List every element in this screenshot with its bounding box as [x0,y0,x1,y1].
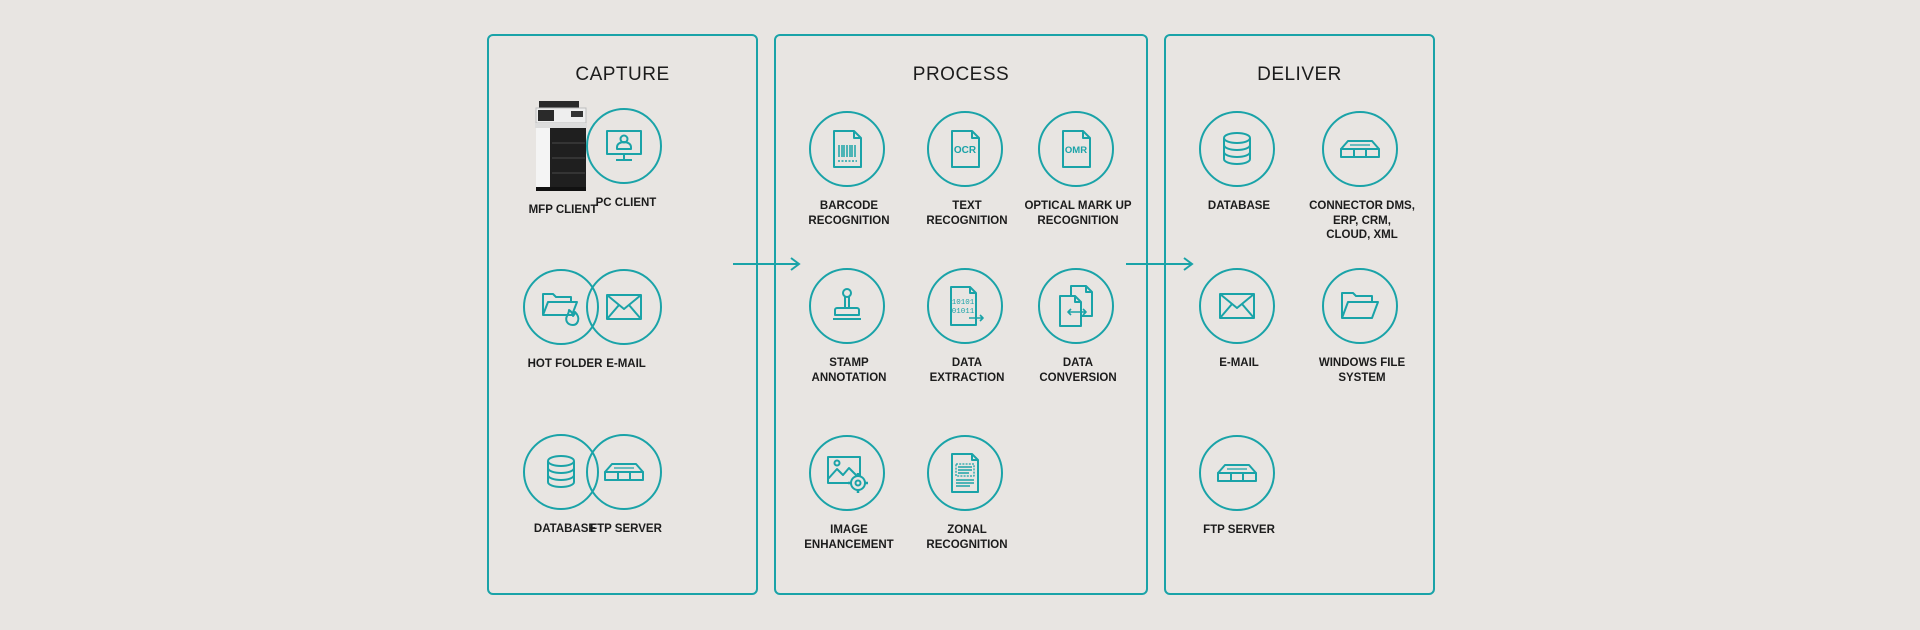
flow-arrow-capture-to-process [733,257,801,271]
capture-panel: CAPTURE MFP CLIENT PC CLI [487,34,758,595]
printer-icon [535,101,587,191]
item-label: WINDOWS FILE SYSTEM [1318,357,1406,384]
item-label: DATABASE [533,523,597,535]
data-conversion-circle [1038,268,1114,344]
ftp-server-circle [1199,435,1275,511]
barcode-circle [809,111,885,187]
hot-folder-icon [542,293,580,326]
image-gear-icon [827,456,868,493]
envelope-icon [606,294,642,320]
item-label: FTP SERVER [1203,524,1275,536]
ocr-circle: OCR [927,111,1003,187]
item-label: MFP CLIENT [528,204,598,216]
deliver-panel: DELIVER DATABASE CONNECTOR DMS, ERP, CRM… [1164,34,1435,595]
database-icon [547,455,575,488]
zonal-document-icon [951,453,979,493]
folder-icon [1341,292,1379,319]
item-label: TEXT RECOGNITION [926,200,1008,227]
item-label: IMAGE ENHANCEMENT [804,524,894,551]
process-title: PROCESS [912,64,1010,85]
database-circle [1199,111,1275,187]
server-icon [1217,464,1257,482]
item-label: HOT FOLDER [527,358,603,370]
image-enhancement-circle [809,435,885,511]
connector-circle [1322,111,1398,187]
ftp-server-circle [586,434,662,510]
pc-monitor-icon [606,130,642,161]
omr-text: OMR [1065,145,1087,156]
item-label: STAMP ANNOTATION [811,357,887,384]
item-label: FTP SERVER [590,523,662,535]
process-panel: PROCESS BARCODE RECOGNITION OCR [774,34,1148,595]
stamp-circle [809,268,885,344]
item-label: E-MAIL [606,358,646,370]
windows-file-system-circle [1322,268,1398,344]
item-label: CONNECTOR DMS, ERP, CRM, CLOUD, XML [1309,200,1415,241]
item-label: PC CLIENT [595,197,657,209]
omr-document-icon: OMR [1062,130,1091,168]
database-icon [1223,132,1251,165]
item-label: DATA CONVERSION [1039,357,1117,384]
item-label: BARCODE RECOGNITION [808,200,890,227]
email-circle [1199,268,1275,344]
binary-document-icon: 10101 01011 [950,286,984,326]
item-label: DATABASE [1207,200,1271,212]
server-icon [1340,140,1380,158]
data-extraction-circle: 10101 01011 [927,268,1003,344]
item-label: ZONAL RECOGNITION [926,524,1008,551]
capture-title: CAPTURE [575,64,670,85]
email-circle [586,269,662,345]
stamp-icon [833,288,861,320]
flow-arrow-process-to-deliver [1126,257,1194,271]
barcode-document-icon [833,130,862,168]
ocr-text: OCR [954,145,977,156]
envelope-icon [1219,293,1255,319]
item-label: OPTICAL MARK UP RECOGNITION [1024,200,1132,227]
ocr-document-icon: OCR [951,130,980,168]
omr-circle: OMR [1038,111,1114,187]
server-icon [604,463,644,481]
zonal-recognition-circle [927,435,1003,511]
document-conversion-icon [1059,285,1093,327]
database-circle [523,434,599,510]
binary-line-2: 01011 [952,308,975,316]
binary-line-1: 10101 [952,299,975,307]
item-label: E-MAIL [1219,357,1259,369]
item-label: DATA EXTRACTION [929,357,1005,384]
pc-client-circle [586,108,662,184]
deliver-title: DELIVER [1257,64,1342,85]
